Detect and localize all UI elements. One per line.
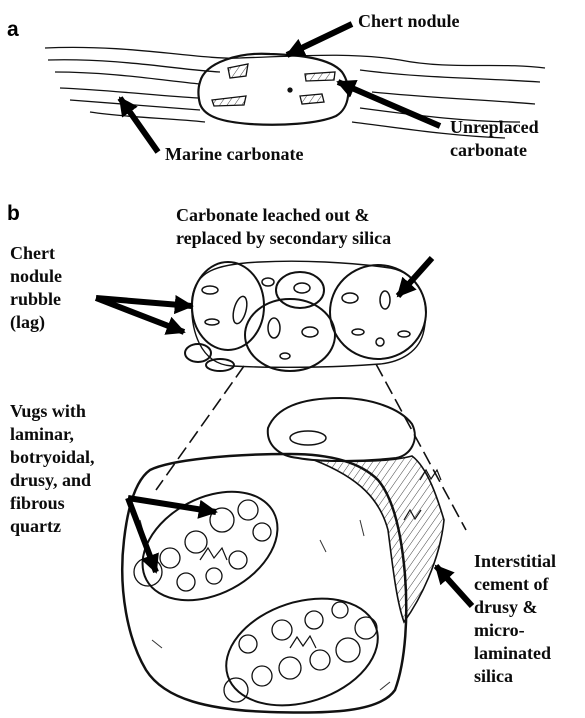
interstitial-line-3: drusy & [474,596,556,619]
interstitial-label: Interstitial cement of drusy & micro- la… [474,550,556,688]
vugs-line-3: botryoidal, [10,446,95,469]
chert-nodule-outline [199,54,349,125]
chert-nodule [185,344,211,362]
vug-upper [124,470,296,622]
arrow-vugs-1 [128,498,216,512]
chert-nodule-vugs [202,278,410,359]
unreplaced-line-2: carbonate [450,139,539,162]
chert-nodule [276,272,324,308]
rubble-bed [192,261,426,367]
arrow-secondary-silica [398,258,432,296]
rubble-sketch [185,261,426,371]
vugs-line-5: fibrous [10,492,95,515]
rubble-label: Chert nodule rubble (lag) [10,242,62,334]
vugs-line-2: laminar, [10,423,95,446]
chert-nodule [192,262,264,350]
carbonate-inclusion [300,94,324,104]
interstitial-line-2: cement of [474,573,556,596]
interstitial-line-4: micro- [474,619,556,642]
vugs-line-6: quartz [10,515,95,538]
vugs-label: Vugs with laminar, botryoidal, drusy, an… [10,400,95,538]
upper-vug [290,431,326,445]
large-nodule [122,454,406,713]
interstitial-line-6: silica [474,665,556,688]
carbonate-layer [90,112,205,122]
carbonate-layer [48,60,540,82]
leached-line-2: replaced by secondary silica [176,227,391,250]
interstitial-line-1: Interstitial [474,550,556,573]
interstitial-line-5: laminated [474,642,556,665]
carbonate-layer [55,72,535,104]
marine-carbonate-label: Marine carbonate [165,143,303,166]
panel-a-arrows [120,24,440,152]
unreplaced-carbonate-label: Unreplaced carbonate [450,116,539,162]
leached-label: Carbonate leached out & replaced by seco… [176,204,391,250]
rubble-line-3: rubble [10,288,62,311]
nodule-upper-right [268,398,415,461]
vugs-line-1: Vugs with [10,400,95,423]
carbonate-inclusion [212,96,246,106]
rubble-line-2: nodule [10,265,62,288]
chert-nodule [245,299,335,371]
chert-nodule [206,359,234,371]
vug-lower [212,580,391,718]
unreplaced-line-1: Unreplaced [450,116,539,139]
rubble-line-1: Chert [10,242,62,265]
panel-label-b: b [7,202,20,226]
rubble-line-4: (lag) [10,311,62,334]
arrow-unreplaced-carbonate [338,82,440,126]
enlargement-sketch [122,398,444,718]
carbonate-inclusion [305,72,335,81]
arrow-chert-nodule [287,24,352,55]
chert-nodule-label: Chert nodule [358,10,460,33]
panel-label-a: a [7,18,19,42]
carbonate-inclusion [288,88,292,92]
carbonate-inclusion [228,64,248,78]
vugs-line-4: drusy, and [10,469,95,492]
arrow-cement [436,566,472,606]
leached-line-1: Carbonate leached out & [176,204,391,227]
